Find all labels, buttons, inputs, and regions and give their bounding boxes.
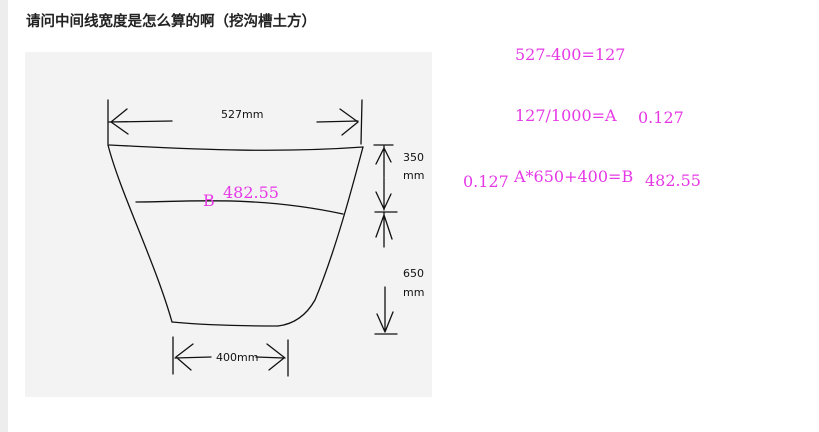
- trench-right-wall: [277, 146, 364, 327]
- top-width-label: 527mm: [221, 108, 264, 121]
- upper-height-bottom-arrow: [374, 177, 398, 213]
- upper-height-value: 350: [403, 151, 424, 164]
- lower-height-bottom-arrow: [374, 286, 398, 335]
- bottom-dimension-left-arrow: [172, 336, 212, 375]
- question-title: 请问中间线宽度是怎么算的啊（挖沟槽土方）: [26, 14, 316, 30]
- left-rail: [0, 0, 8, 432]
- diagram-panel: 527mm 350 mm 650 mm 400mm B 482.55: [25, 52, 432, 397]
- calc-line-3-result: 482.55: [645, 171, 701, 190]
- calc-line-2-formula: 127/1000=A: [515, 106, 617, 125]
- trench-sketch: [107, 99, 398, 377]
- upper-height-top-arrow: [373, 144, 394, 178]
- lower-height-value: 650: [403, 267, 424, 280]
- calc-line-3-formula: A*650+400=B: [514, 167, 634, 186]
- bottom-width-label: 400mm: [216, 351, 259, 364]
- lower-height-unit: mm: [403, 286, 425, 299]
- calc-line-3-prefix: 0.127: [463, 172, 509, 191]
- trench-left-wall: [107, 144, 173, 323]
- calc-line-1: 527-400=127: [515, 45, 626, 64]
- mid-line: [135, 200, 344, 215]
- mid-line-label: B: [203, 191, 215, 210]
- top-dimension-left-arrow: [107, 99, 173, 145]
- bottom-dimension-right-arrow: [255, 339, 289, 377]
- lower-height-top-arrow: [375, 211, 393, 248]
- trench-bottom-edge: [171, 321, 279, 327]
- mid-line-value: 482.55: [223, 183, 279, 202]
- calc-line-2-result: 0.127: [638, 108, 684, 127]
- upper-height-unit: mm: [403, 169, 425, 182]
- trench-top-edge: [107, 144, 364, 151]
- top-dimension-right-arrow: [316, 99, 363, 145]
